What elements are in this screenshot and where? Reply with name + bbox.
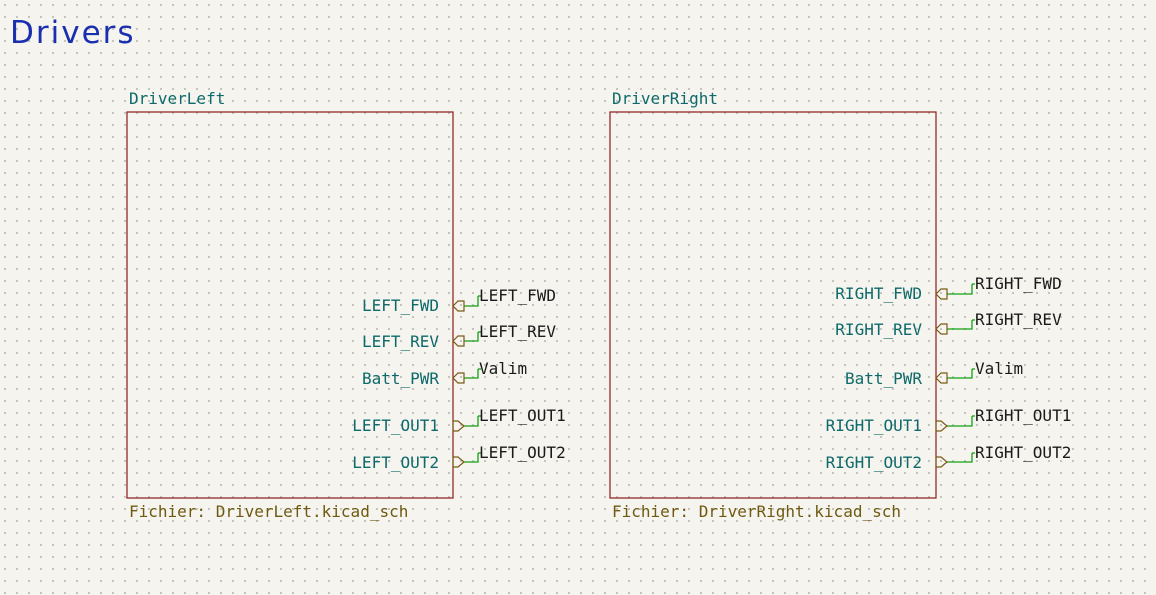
sheet-pin-input-shape [935,323,948,335]
net-label[interactable]: RIGHT_FWD [975,274,1062,293]
wire [464,416,479,427]
sheet-pin-input-shape [452,335,465,347]
net-label[interactable]: LEFT_OUT2 [479,443,566,462]
sheet-pin-output-shape [935,456,948,468]
wire [464,369,479,379]
sheet-pin-input-shape [452,300,465,312]
sheet-file-name: Fichier: DriverRight.kicad_sch [612,502,901,521]
sheet-pin-output-shape [452,456,465,468]
sheet-pin-input-shape [452,372,465,384]
sheet-pin-label: RIGHT_OUT1 [825,416,922,435]
sheet-pin-label: RIGHT_FWD [835,284,922,303]
wire [464,332,479,342]
net-label[interactable]: LEFT_FWD [479,286,557,305]
net-label[interactable]: Valim [479,359,528,378]
sheet-name: DriverRight [612,89,718,108]
sheet-pin-label: Batt_PWR [844,369,922,388]
wire [947,320,973,330]
sheet-pin-label: LEFT_FWD [361,296,439,315]
net-label[interactable]: RIGHT_OUT2 [975,443,1072,462]
sheet-pin-label: LEFT_REV [361,332,439,351]
sheet-file-name: Fichier: DriverLeft.kicad_sch [129,502,409,521]
sheet-border [126,111,454,499]
wire [464,296,479,307]
wire [947,416,973,427]
sheet-pin-output-shape [935,420,948,432]
sheet-name: DriverLeft [129,89,226,108]
net-label[interactable]: LEFT_REV [479,322,557,341]
sheet-pin-label: LEFT_OUT2 [352,453,439,472]
sheet-pin-label: RIGHT_REV [835,320,922,339]
sheet-border [609,111,937,499]
wire [947,284,973,295]
wire [947,453,973,463]
sheet-pin-label: RIGHT_OUT2 [825,453,922,472]
page-title: Drivers [10,15,136,51]
net-label[interactable]: Valim [975,359,1024,378]
net-label[interactable]: RIGHT_REV [975,310,1062,329]
net-label[interactable]: LEFT_OUT1 [479,406,566,425]
wire [947,369,973,379]
sheet-pin-input-shape [935,372,948,384]
net-label[interactable]: RIGHT_OUT1 [975,406,1072,425]
wire [464,453,479,463]
sheet-pin-output-shape [452,420,465,432]
sheet-pin-input-shape [935,288,948,300]
sheet-pin-label: LEFT_OUT1 [352,416,439,435]
sheet-pin-label: Batt_PWR [361,369,439,388]
